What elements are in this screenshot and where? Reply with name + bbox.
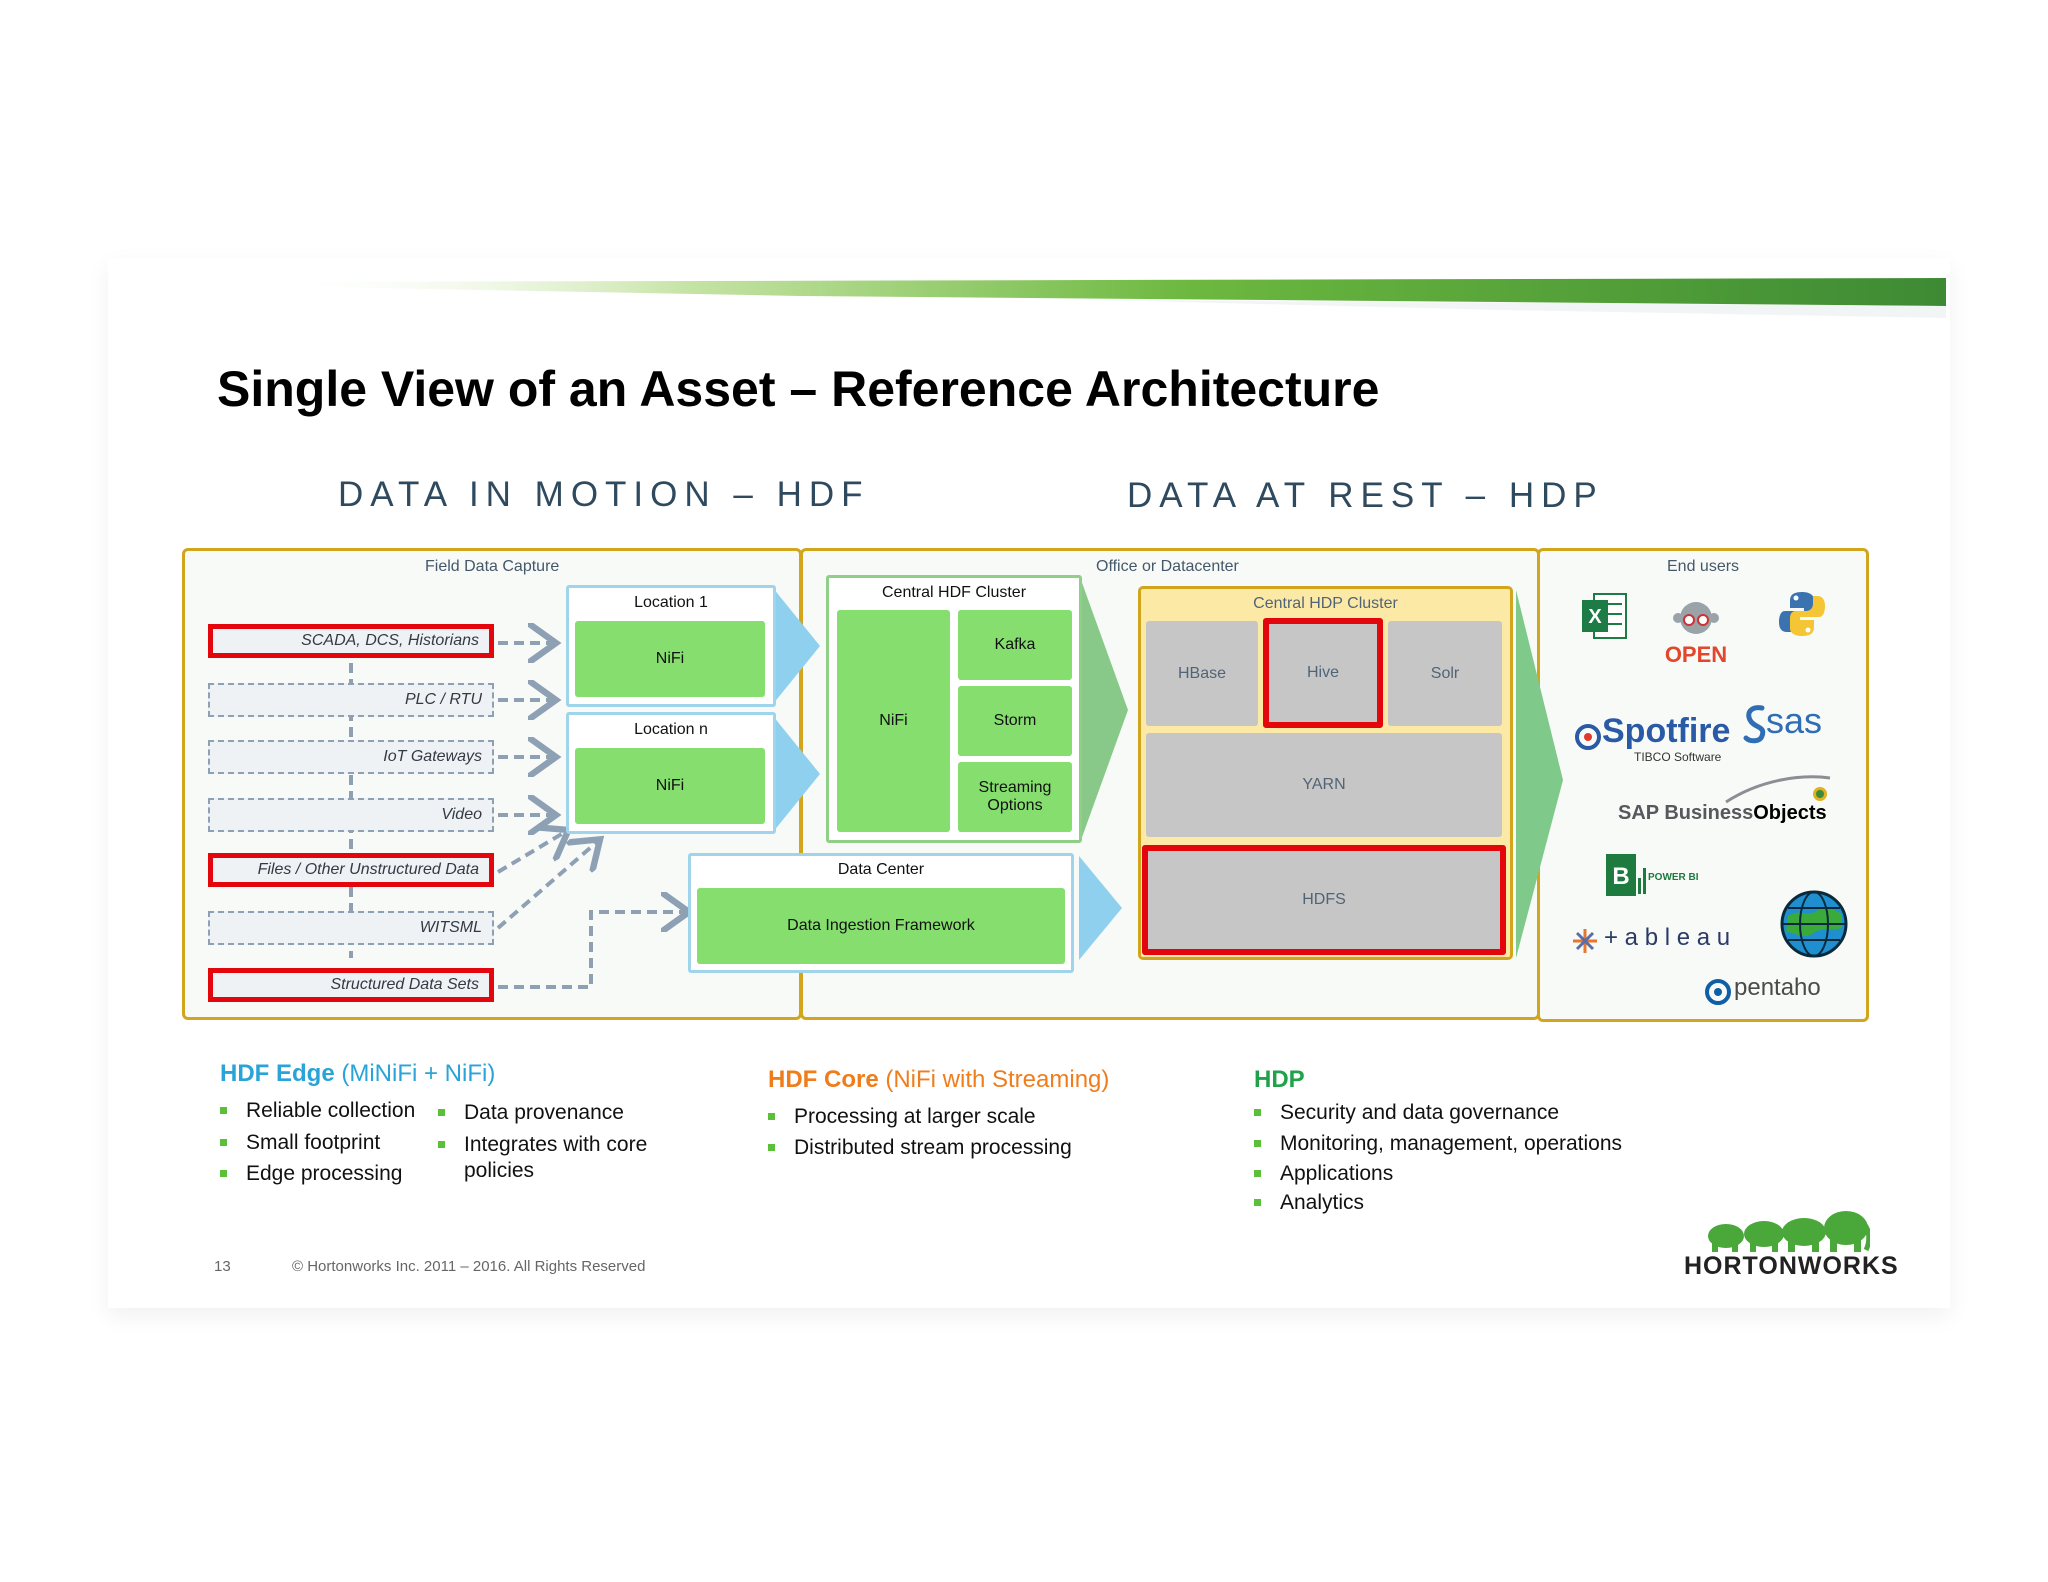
sas-logo-text: sas	[1766, 700, 1823, 741]
hdf-cluster-nifi[interactable]: NiFi	[837, 610, 950, 832]
sap-logo-prefix: SAP Business	[1618, 802, 1754, 824]
power-bi-logo-text: POWER BI	[1648, 872, 1699, 883]
source-scada-dcs-historians[interactable]: SCADA, DCS, Historians	[208, 624, 494, 658]
location-1-title: Location 1	[634, 594, 708, 611]
central-hdp-cluster-title: Central HDP Cluster	[1253, 595, 1398, 612]
streaming-options-line2: Options	[987, 797, 1043, 814]
hdf-cluster-kafka[interactable]: Kafka	[958, 610, 1072, 680]
hdf-edge-bullet-1: Reliable collection	[220, 1098, 415, 1124]
end-users-caption: End users	[1667, 558, 1740, 575]
hdf-core-bullet-2: Distributed stream processing	[768, 1135, 1072, 1161]
hdf-core-heading-main: HDF Core	[768, 1066, 879, 1093]
power-bi-icon: B	[1606, 854, 1646, 896]
central-hdf-cluster-title: Central HDF Cluster	[881, 584, 1027, 601]
location-n-nifi[interactable]: NiFi	[575, 748, 765, 824]
data-ingestion-framework[interactable]: Data Ingestion Framework	[697, 888, 1065, 964]
open-monkey-icon	[1673, 602, 1719, 634]
location-1-nifi[interactable]: NiFi	[575, 621, 765, 697]
source-files-unstructured[interactable]: Files / Other Unstructured Data	[208, 853, 494, 887]
page-number: 13	[214, 1258, 231, 1275]
hdp-heading: HDP	[1254, 1066, 1305, 1093]
hdf-cluster-storm[interactable]: Storm	[958, 686, 1072, 756]
office-datacenter-caption: Office or Datacenter	[1096, 558, 1239, 575]
connector-arrows	[349, 580, 1563, 989]
hortonworks-elephants-icon	[1708, 1211, 1870, 1252]
source-iot-gateways[interactable]: IoT Gateways	[208, 740, 494, 774]
source-video[interactable]: Video	[208, 798, 494, 832]
hdf-core-heading-sub: (NiFi with Streaming)	[878, 1066, 1110, 1093]
tableau-logo-text: + a b l e a u	[1604, 924, 1731, 951]
hdp-hbase[interactable]: HBase	[1146, 621, 1258, 726]
excel-icon: X	[1582, 593, 1627, 639]
spotfire-icon	[1575, 724, 1601, 750]
spotfire-logo-text: Spotfire	[1602, 712, 1731, 750]
hdp-bullet-2: Monitoring, management, operations	[1254, 1131, 1622, 1157]
hdf-edge-heading-main: HDF Edge	[220, 1060, 335, 1087]
globe-icon	[1780, 890, 1848, 958]
hdp-hdfs[interactable]: HDFS	[1142, 845, 1506, 955]
header-ribbon	[270, 278, 1946, 318]
tableau-icon	[1573, 929, 1597, 953]
section-heading-data-in-motion: DATA IN MOTION – HDF	[338, 475, 870, 514]
sap-logo-text: SAP BusinessObjects	[1618, 802, 1827, 825]
data-center-title: Data Center	[837, 861, 925, 878]
spotfire-subtext: TIBCO Software	[1634, 750, 1722, 764]
source-structured-data-sets[interactable]: Structured Data Sets	[208, 968, 494, 1002]
sas-swirl-icon	[1743, 705, 1766, 744]
field-data-capture-caption: Field Data Capture	[425, 558, 560, 575]
svg-text:X: X	[1588, 606, 1602, 628]
section-heading-data-at-rest: DATA AT REST – HDP	[1127, 476, 1604, 515]
hdp-bullet-1: Security and data governance	[1254, 1100, 1559, 1126]
hdf-core-bullet-1: Processing at larger scale	[768, 1104, 1036, 1130]
sap-swoosh-icon	[1725, 775, 1831, 804]
source-plc-rtu[interactable]: PLC / RTU	[208, 683, 494, 717]
location-n-title: Location n	[634, 721, 708, 738]
copyright-text: © Hortonworks Inc. 2011 – 2016. All Righ…	[292, 1258, 646, 1275]
open-logo-text: OPEN	[1664, 642, 1728, 667]
hdp-hive[interactable]: Hive	[1263, 618, 1383, 728]
hortonworks-logo-text: HORTONWORKS	[1684, 1252, 1899, 1280]
hdf-edge-heading-sub: (MiNiFi + NiFi)	[334, 1060, 496, 1087]
hdf-edge-bullet-2: Small footprint	[220, 1130, 380, 1156]
hdf-edge-bullet-4: Data provenance	[438, 1100, 624, 1126]
hdf-core-heading: HDF Core (NiFi with Streaming)	[768, 1066, 1109, 1094]
hdf-cluster-streaming-options[interactable]: Streaming Options	[958, 762, 1072, 832]
source-witsml[interactable]: WITSML	[208, 911, 494, 945]
pentaho-logo-text: pentaho	[1734, 974, 1821, 1001]
svg-text:B: B	[1612, 863, 1629, 890]
hdp-bullet-4: Analytics	[1254, 1190, 1364, 1216]
sap-logo-suffix: Objects	[1753, 802, 1827, 824]
pentaho-icon	[1705, 979, 1731, 1005]
hdp-solr[interactable]: Solr	[1388, 621, 1502, 726]
python-icon	[1779, 592, 1825, 636]
hdf-edge-bullet-3: Edge processing	[220, 1161, 402, 1187]
hdf-edge-heading: HDF Edge (MiNiFi + NiFi)	[220, 1060, 495, 1088]
page-title: Single View of an Asset – Reference Arch…	[217, 361, 1380, 417]
hdp-yarn[interactable]: YARN	[1146, 733, 1502, 837]
streaming-options-line1: Streaming	[978, 779, 1052, 796]
hdp-bullet-3: Applications	[1254, 1161, 1393, 1187]
